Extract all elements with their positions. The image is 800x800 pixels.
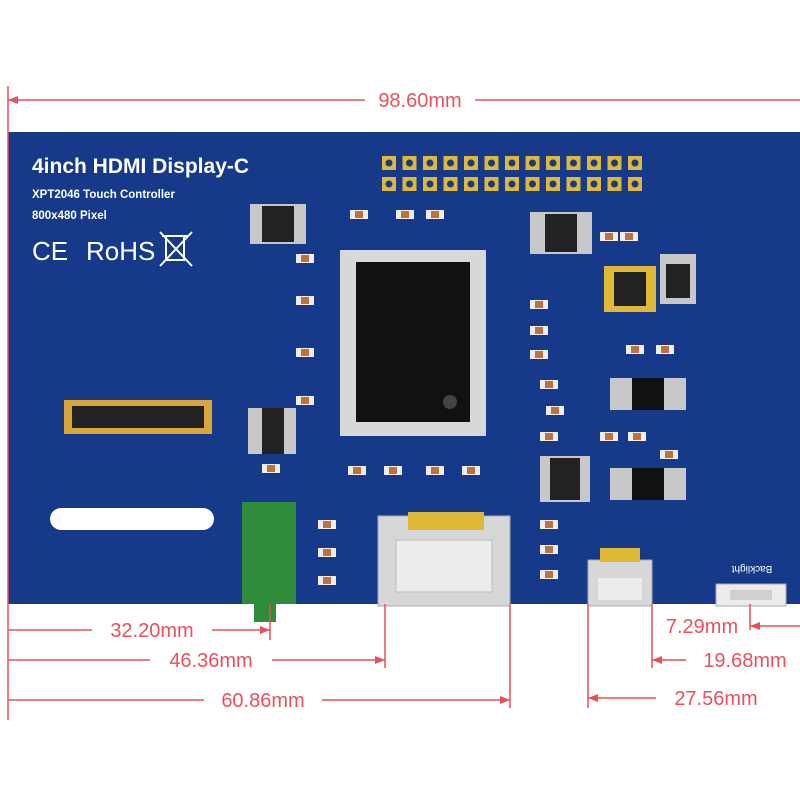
chip-right-bottom <box>610 468 686 500</box>
chip-right-low <box>540 456 590 502</box>
dim-27-56: 27.56mm <box>588 688 758 710</box>
smd-component-core <box>661 346 669 353</box>
smd-component-core <box>545 521 553 528</box>
dim-46-36: 46.36mm <box>8 650 385 672</box>
smd-component-core <box>545 571 553 578</box>
header-pad-hole <box>385 159 393 167</box>
header-pad-hole <box>549 180 557 188</box>
chip-right-mid <box>610 378 686 410</box>
smd-component-core <box>551 407 559 414</box>
header-pad-hole <box>570 159 577 167</box>
header-pad-hole <box>406 159 413 167</box>
smd-component-core <box>665 451 673 458</box>
header-pad-hole <box>529 159 536 167</box>
header-pad-hole <box>508 180 516 188</box>
header-pad-hole <box>611 180 618 188</box>
extension-lines <box>269 604 751 708</box>
header-pad-hole <box>467 159 475 167</box>
smd-component-core <box>535 351 543 358</box>
header-pad-hole <box>590 159 598 167</box>
smd-component-core <box>355 211 363 218</box>
dim-19-68: 19.68mm <box>652 650 787 672</box>
chip-right-top <box>530 212 592 254</box>
chip-left-top <box>250 204 306 244</box>
header-pad-hole <box>447 159 454 167</box>
dim-32-20-label: 32.20mm <box>110 620 193 642</box>
smd-component-core <box>535 301 543 308</box>
micro-usb-connector <box>587 548 653 607</box>
header-pad-hole <box>508 159 516 167</box>
smd-component-core <box>631 346 639 353</box>
smd-component-core <box>467 467 475 474</box>
smd-component-core <box>323 577 331 584</box>
smd-component-core <box>301 297 309 304</box>
smd-component-core <box>535 327 543 334</box>
smd-component-core <box>431 467 439 474</box>
smd-component-core <box>301 397 309 404</box>
smd-component-core <box>545 433 553 440</box>
smd-component-core <box>301 255 309 262</box>
inductor <box>604 266 656 312</box>
header-pad-hole <box>426 180 434 188</box>
smd-component-core <box>605 433 613 440</box>
board-title: 4inch HDMI Display-C <box>32 155 249 178</box>
header-pad-hole <box>631 159 639 167</box>
dim-7-29-label: 7.29mm <box>666 616 738 638</box>
crossed-bin-icon <box>159 231 193 267</box>
smd-component-core <box>401 211 409 218</box>
header-pad-hole <box>590 180 598 188</box>
header-pad-hole <box>385 180 393 188</box>
smd-component-core <box>323 521 331 528</box>
board-controller: XPT2046 Touch Controller <box>32 189 175 201</box>
header-pad-hole <box>549 159 557 167</box>
dim-27-56-label: 27.56mm <box>674 688 757 710</box>
main-chip <box>340 250 486 436</box>
smd-component-core <box>389 467 397 474</box>
rohs-mark: RoHS <box>86 236 155 266</box>
width-dimension: 98.60mm <box>8 90 800 112</box>
gpio-header <box>382 156 642 191</box>
smd-component-core <box>605 233 613 240</box>
header-pad-hole <box>529 180 536 188</box>
smd-component-core <box>545 381 553 388</box>
header-pad-hole <box>570 180 577 188</box>
dim-19-68-label: 19.68mm <box>703 650 786 672</box>
dim-46-36-label: 46.36mm <box>169 650 252 672</box>
smd-component-core <box>353 467 361 474</box>
header-pad-hole <box>447 180 454 188</box>
backlight-switch: Backlight <box>715 563 787 607</box>
smd-component-core <box>431 211 439 218</box>
passive-components <box>262 210 678 585</box>
header-pad-hole <box>488 180 495 188</box>
header-pad-hole <box>488 159 495 167</box>
label-strip <box>50 508 214 530</box>
dim-7-29: 7.29mm <box>666 616 800 638</box>
smd-component-core <box>625 233 633 240</box>
board-resolution: 800x480 Pixel <box>32 210 107 222</box>
dim-32-20: 32.20mm <box>8 620 270 642</box>
width-label: 98.60mm <box>378 90 461 112</box>
backlight-label: Backlight <box>731 563 772 574</box>
fpc-connector <box>64 400 212 434</box>
header-pad-hole <box>611 159 618 167</box>
header-pad-hole <box>631 180 639 188</box>
smd-component-core <box>323 549 331 556</box>
smd-component-core <box>633 433 641 440</box>
smd-component-core <box>545 546 553 553</box>
ce-mark: CE <box>32 236 68 266</box>
dim-60-86-label: 60.86mm <box>221 690 304 712</box>
smd-component-core <box>301 349 309 356</box>
regulator <box>660 254 696 304</box>
dim-60-86: 60.86mm <box>8 690 510 712</box>
audio-jack <box>242 502 296 622</box>
smd-component-core <box>267 465 275 472</box>
header-pad-hole <box>406 180 413 188</box>
header-pad-hole <box>426 159 434 167</box>
chip-left-bottom <box>248 408 296 454</box>
header-pad-hole <box>467 180 475 188</box>
hdmi-connector <box>377 512 511 607</box>
